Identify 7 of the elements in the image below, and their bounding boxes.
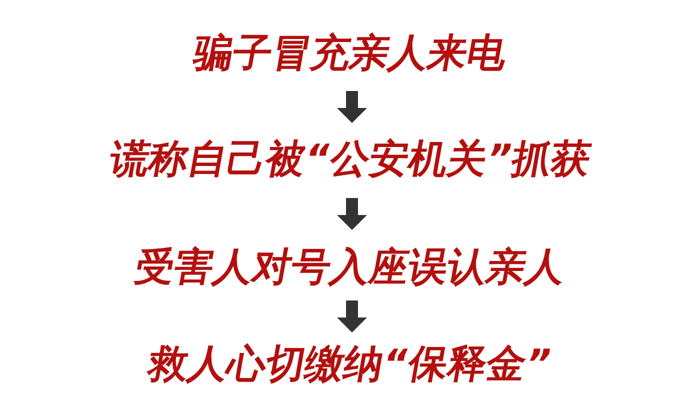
step-text: 救人心切缴纳“保释金” [145, 344, 555, 386]
step-text: 谎称自己被“公安机关”抓获 [106, 139, 594, 181]
step-text: 骗子冒充亲人来电 [190, 33, 510, 75]
step-text: 受害人对号入座误认亲人 [132, 247, 568, 289]
arrow [337, 91, 367, 123]
arrow [337, 300, 367, 332]
arrow [337, 198, 367, 230]
